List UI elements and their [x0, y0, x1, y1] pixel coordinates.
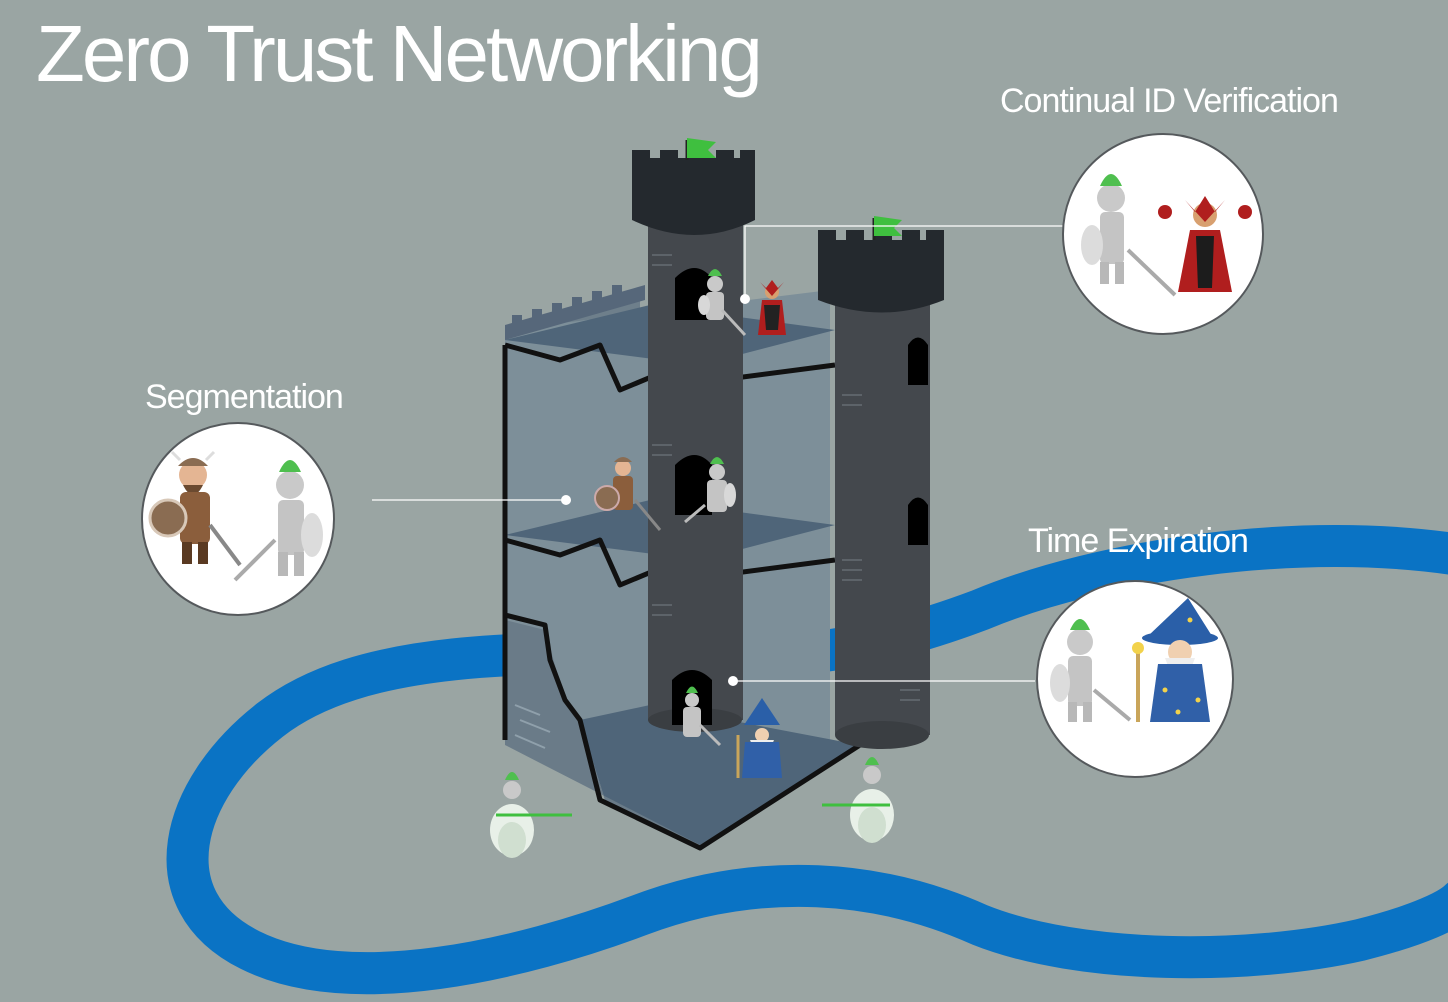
label-continual-id-verification: Continual ID Verification [1000, 82, 1339, 120]
jester-icon [1158, 196, 1252, 292]
right-tower [818, 216, 944, 749]
callout-expiration [1036, 580, 1234, 778]
central-tower [632, 138, 755, 732]
viking-icon [148, 450, 242, 567]
flag-central [687, 138, 716, 158]
viking-middle [594, 457, 662, 531]
horse-knight-right [822, 757, 894, 843]
horse-knight-left [490, 772, 572, 858]
callout-verification [1062, 133, 1264, 335]
brick-lines [514, 704, 551, 749]
knight-icon [233, 460, 323, 582]
label-segmentation: Segmentation [145, 378, 344, 416]
connector-lines [372, 225, 1063, 682]
jester-top [758, 280, 786, 335]
knight-bottom [683, 686, 722, 747]
wizard-icon [1132, 598, 1218, 722]
castle [502, 138, 944, 851]
knight-middle [684, 457, 736, 524]
callout-segmentation [141, 422, 335, 616]
wizard-bottom [736, 698, 782, 778]
connector-dots [561, 294, 750, 686]
knight-top [698, 269, 747, 337]
label-time-expiration: Time Expiration [1028, 522, 1249, 560]
river [166, 525, 1448, 995]
floor-bottom [580, 705, 860, 845]
page-title: Zero Trust Networking [36, 9, 763, 98]
knight-icon [1050, 619, 1132, 722]
castle-battlements [505, 285, 645, 340]
knight-icon [1081, 174, 1177, 297]
